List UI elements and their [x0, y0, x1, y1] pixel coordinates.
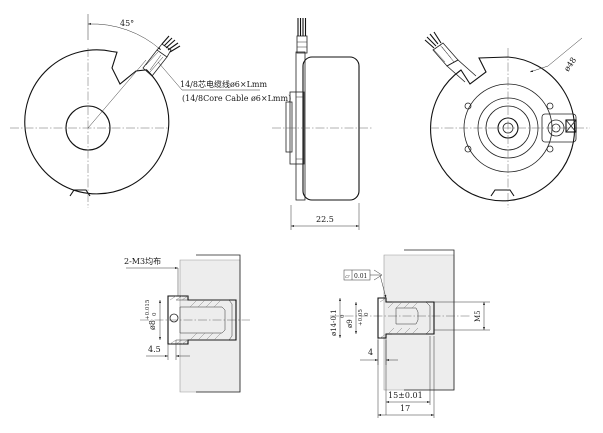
rear-view-body-outline [430, 56, 576, 202]
left-bore-label: ø8 [148, 320, 157, 330]
rear-view: ø48 [424, 31, 590, 208]
right-thread-label: M5 [474, 310, 482, 322]
right-outer-dia-tol: 0 [340, 314, 346, 318]
rear-connector [541, 113, 577, 143]
right-bore-tol-upper: +0.05 [358, 309, 364, 326]
right-outer-dia-label: ø14-0.1 [330, 309, 338, 336]
right-bore-label: ø9 [346, 319, 354, 328]
flatness-value: 0.01 [354, 273, 367, 280]
diameter-label: ø48 [562, 56, 578, 73]
side-view: 22.5 [272, 18, 372, 230]
left-thread-label: 2-M3均布 [124, 256, 161, 266]
rear-view-cable [424, 31, 477, 83]
angle-label: 45° [120, 19, 134, 28]
front-view: 45° 14/8芯电缆线ø6×Lmm (14/8Core Cable ø6×Lm… [10, 14, 291, 208]
detail-left: 2-M3均布 ø8 +0.015 0 4.5 [124, 254, 250, 393]
cable-note-cn: 14/8芯电缆线ø6×Lmm [180, 79, 267, 89]
mount-holes [464, 102, 554, 153]
flatness-symbol: ⏥ [345, 273, 350, 280]
right-section-outline [377, 297, 435, 339]
cable-leader [157, 61, 183, 91]
side-view-body [302, 56, 360, 201]
left-depth-label: 4.5 [148, 345, 161, 354]
front-view-body-outline [24, 49, 170, 195]
left-bore-tol-lower: 0 [152, 312, 158, 316]
left-bore-tol-upper: +0.015 [145, 299, 151, 320]
angle-arc [87, 22, 162, 51]
right-bore-tol-lower: 0 [364, 312, 370, 316]
cable-note-en: (14/8Core Cable ø6×Lmm) [182, 94, 291, 103]
right-length-outer-label: 17 [400, 404, 410, 413]
detail-right: ⏥ 0.01 ø14-0.1 0 ø9 +0.05 0 M5 4 15±0.01… [330, 249, 490, 418]
width-label: 22.5 [316, 215, 334, 224]
set-screw-hole [169, 313, 179, 323]
left-section-outline [167, 295, 237, 345]
right-depth-label: 4 [368, 348, 373, 357]
right-length-inner-label: 15±0.01 [388, 391, 423, 400]
cable [142, 35, 181, 77]
side-view-cable [296, 18, 308, 54]
